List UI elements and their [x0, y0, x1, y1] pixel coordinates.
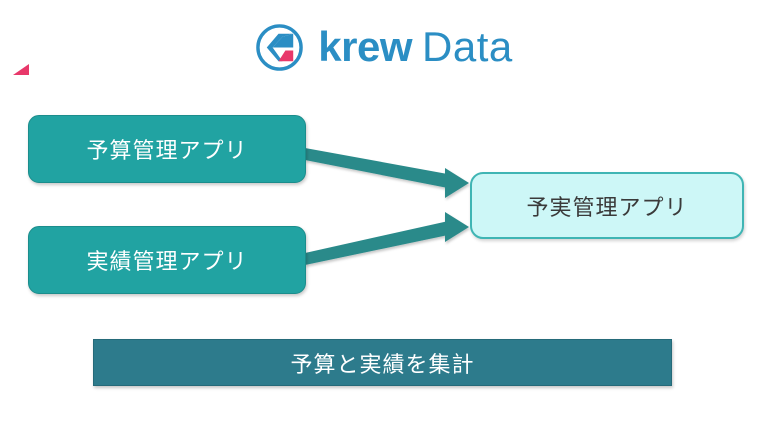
caption-bar: 予算と実績を集計: [93, 339, 672, 386]
node-variance-app[interactable]: 予実管理アプリ: [470, 172, 744, 239]
brand-wordmark: krew Data: [13, 23, 513, 75]
node-variance-app-label: 予実管理アプリ: [526, 194, 688, 220]
node-actual-app[interactable]: 実績管理アプリ: [28, 226, 306, 294]
brand-wordmark-data: Data: [422, 23, 513, 70]
arrow-actual-to-variance: [305, 212, 469, 265]
brand-header: krew Data: [0, 18, 768, 76]
brand-wordmark-krew: krew: [318, 23, 412, 70]
caption-bar-label: 予算と実績を集計: [290, 351, 475, 377]
node-budget-app[interactable]: 予算管理アプリ: [28, 115, 306, 183]
brand-accent-wedge-icon: [13, 64, 29, 75]
node-budget-app-label: 予算管理アプリ: [86, 138, 248, 163]
arrow-budget-to-variance: [305, 148, 469, 198]
node-actual-app-label: 実績管理アプリ: [86, 249, 248, 274]
krew-circle-chevron-icon: [256, 23, 304, 71]
